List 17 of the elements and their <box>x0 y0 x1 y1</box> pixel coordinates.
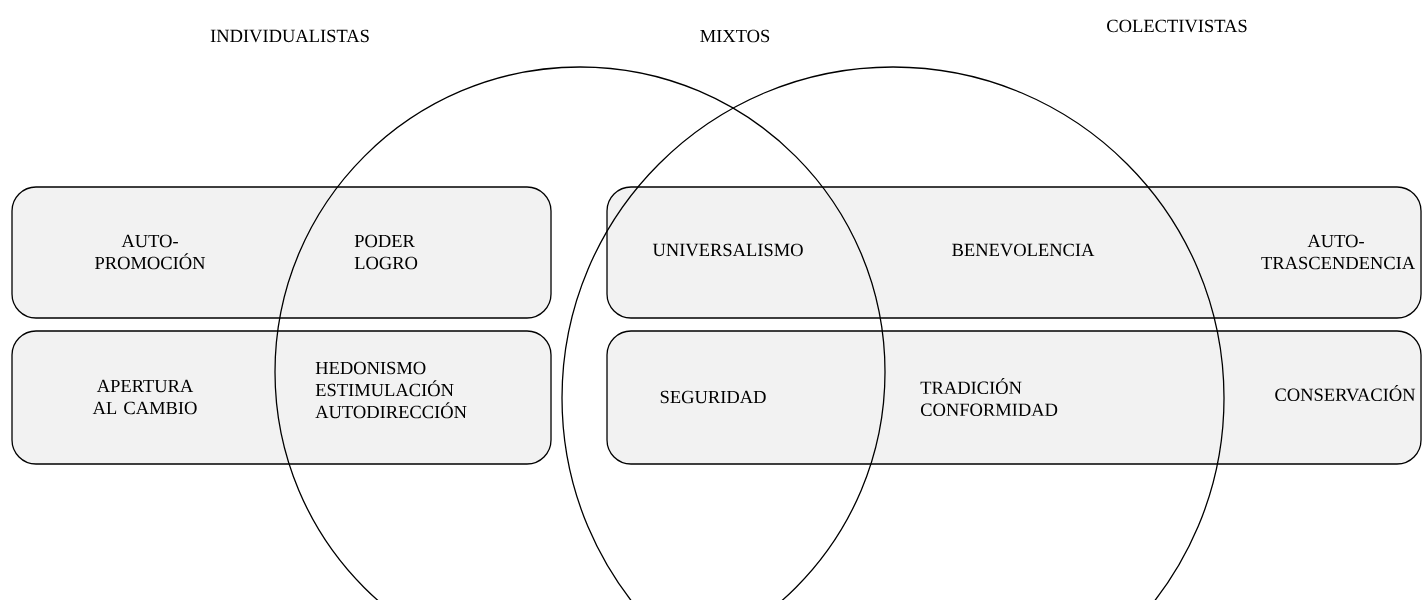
box-text: AUTO- TRASCENDENCIA <box>1261 234 1416 270</box>
box-text: BENEVOLENCIA <box>952 243 1095 257</box>
box-text: UNIVERSALISMO <box>652 243 803 257</box>
rounded-box <box>606 330 1422 465</box>
box-text: APERTURA AL CAMBIO <box>92 379 197 415</box>
rounded-box <box>11 186 552 319</box>
box-text: TRADICIÓN CONFORMIDAD <box>920 378 1058 417</box>
box-text: AUTO- PROMOCIÓN <box>95 234 206 270</box>
group-heading: COLECTIVISTAS <box>1107 19 1247 33</box>
box-text: HEDONISMO ESTIMULACIÓN AUTODIRECCIÓN <box>315 361 467 419</box>
rounded-box <box>606 186 1422 319</box>
group-heading: MIXTOS <box>700 29 770 43</box>
box-text: CONSERVACIÓN <box>1275 384 1416 402</box>
group-heading: INDIVIDUALISTAS <box>210 29 369 43</box>
rounded-box <box>11 330 552 465</box>
box-text: PODER LOGRO <box>354 234 418 270</box>
box-text: SEGURIDAD <box>660 390 766 404</box>
